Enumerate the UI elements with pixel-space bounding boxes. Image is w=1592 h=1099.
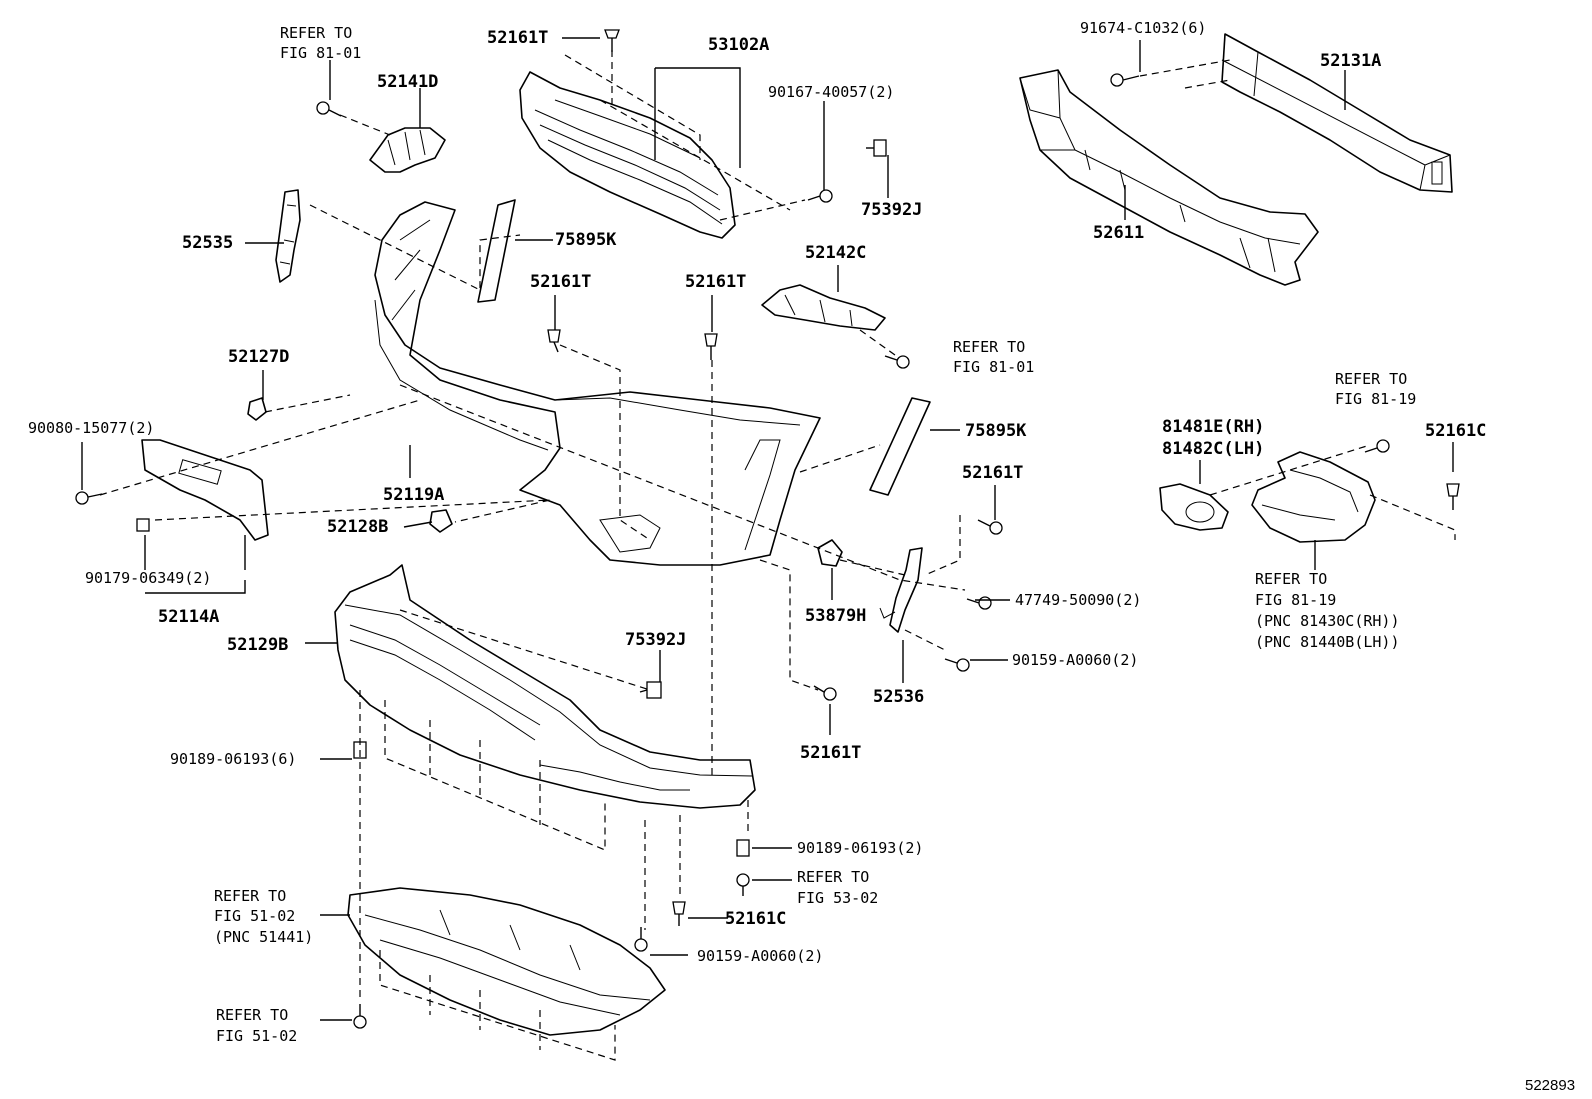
part-under-cover [347, 887, 666, 1036]
part-52611-absorber [1019, 69, 1319, 286]
label-refer-to-3: REFER TO [1335, 370, 1407, 388]
label-refer-to-6: REFER TO [214, 887, 286, 905]
label-52161t-lower: 52161T [800, 743, 861, 763]
part-53102a-grille [519, 71, 736, 239]
part-52119a-bumper-cover [374, 201, 821, 566]
label-refer-to-5: REFER TO [797, 868, 869, 886]
label-52127d: 52127D [228, 347, 289, 367]
label-refer-to-7: REFER TO [216, 1006, 288, 1024]
label-47749-50090: 47749-50090(2) [1015, 591, 1141, 609]
label-52536: 52536 [873, 687, 924, 707]
label-refer-to-4: REFER TO [1255, 570, 1327, 588]
label-90179-06349: 90179-06349(2) [85, 569, 211, 587]
part-52127d-cap [247, 397, 267, 421]
part-75895k-tape-left [477, 199, 516, 303]
label-52611: 52611 [1093, 223, 1144, 243]
label-52161t-mid: 52161T [685, 272, 746, 292]
label-91674-c1032: 91674-C1032(6) [1080, 19, 1206, 37]
label-pnc-81430c: (PNC 81430C(RH)) [1255, 612, 1400, 630]
label-fig-53-02: FIG 53-02 [797, 889, 878, 907]
label-52128b: 52128B [327, 517, 388, 537]
part-81481e-fog-lamp [1159, 483, 1229, 531]
part-labels: REFER TO FIG 81-01 52141D 52161T 53102A … [28, 19, 1575, 1094]
label-pnc-51441: (PNC 51441) [214, 928, 313, 946]
part-52129b-lower-cover [334, 564, 756, 809]
part-fog-lamp-bracket [1251, 451, 1376, 543]
label-52131a: 52131A [1320, 51, 1381, 71]
label-53102a: 53102A [708, 35, 769, 55]
label-90189-06193-6: 90189-06193(6) [170, 750, 296, 768]
label-refer-to-2: REFER TO [953, 338, 1025, 356]
label-fig-81-01-2: FIG 81-01 [953, 358, 1034, 376]
label-90167-40057: 90167-40057(2) [768, 83, 894, 101]
part-52128b-cap [429, 509, 453, 533]
fasteners [75, 29, 1460, 1029]
label-75895k-top: 75895K [555, 230, 617, 250]
part-52114a-plate [141, 439, 269, 541]
label-52535: 52535 [182, 233, 233, 253]
label-52142c: 52142C [805, 243, 866, 263]
label-52141d: 52141D [377, 72, 438, 92]
label-fig-81-01-1: FIG 81-01 [280, 44, 361, 62]
label-52119a: 52119A [383, 485, 444, 505]
label-53879h: 53879H [805, 606, 866, 626]
label-90159-a0060-right: 90159-A0060(2) [1012, 651, 1138, 669]
label-81481e-rh: 81481E(RH) [1162, 417, 1264, 437]
label-90189-06193-2: 90189-06193(2) [797, 839, 923, 857]
label-52161c-lower: 52161C [725, 909, 786, 929]
part-52131a-reinforcement [1221, 33, 1453, 193]
label-75392j-top: 75392J [861, 200, 922, 220]
label-refer-to-1: REFER TO [280, 24, 352, 42]
label-52161c-right: 52161C [1425, 421, 1486, 441]
label-fig-81-19-1: FIG 81-19 [1335, 390, 1416, 408]
label-52161t-top: 52161T [487, 28, 548, 48]
part-75895k-tape-right [869, 397, 931, 496]
label-75392j-lower: 75392J [625, 630, 686, 650]
label-52161t-right: 52161T [962, 463, 1023, 483]
part-52141d-bracket [369, 127, 446, 173]
diagram-id: 522893 [1525, 1077, 1575, 1094]
label-fig-51-02-2: FIG 51-02 [216, 1027, 297, 1045]
label-81482c-lh: 81482C(LH) [1162, 439, 1264, 459]
label-52161t-mid-left: 52161T [530, 272, 591, 292]
label-pnc-81440b: (PNC 81440B(LH)) [1255, 633, 1400, 651]
label-90159-a0060-lower: 90159-A0060(2) [697, 947, 823, 965]
leader-lines [81, 37, 1454, 1021]
label-90080-15077: 90080-15077(2) [28, 419, 154, 437]
part-52536-bracket [879, 547, 923, 633]
label-fig-51-02-1: FIG 51-02 [214, 907, 295, 925]
label-52114a: 52114A [158, 607, 219, 627]
part-52535-bracket [275, 189, 301, 283]
label-fig-81-19-2: FIG 81-19 [1255, 591, 1336, 609]
label-75895k-right: 75895K [965, 421, 1027, 441]
part-52142c-bracket [761, 284, 886, 331]
label-52129b: 52129B [227, 635, 288, 655]
assembly-lines [99, 50, 1456, 1061]
